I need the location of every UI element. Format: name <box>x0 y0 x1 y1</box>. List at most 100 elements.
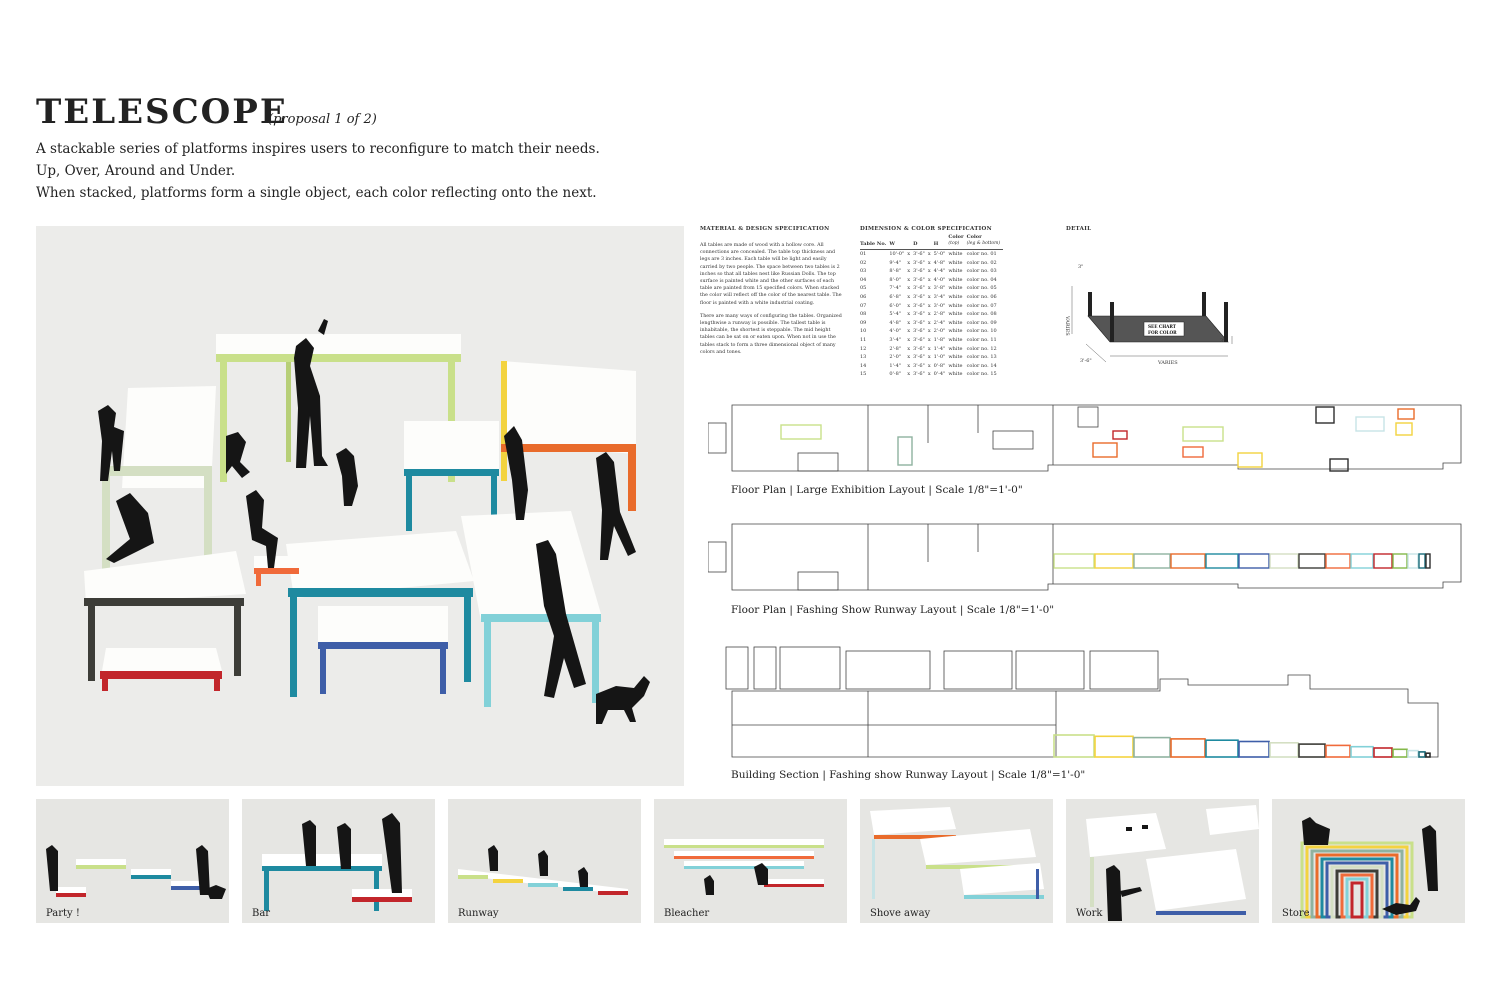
dimension-table-cell: 15 <box>860 371 867 378</box>
dimension-table-cell: x <box>927 345 931 352</box>
detail-section: DETAIL 3" VARIES 3'-6" VARIES 3" SEE CHA… <box>1064 226 1246 366</box>
thumbnail-shove-away-illustration <box>870 807 1044 899</box>
section-table <box>1392 748 1408 758</box>
dimension-table-cell: x <box>927 354 931 361</box>
thumbnail-runway[interactable]: Runway <box>448 799 641 923</box>
thumbnail-work[interactable]: Work <box>1066 799 1259 923</box>
dimension-table-cell: 3'-6" <box>913 302 925 309</box>
building-section-drawing <box>725 646 1439 758</box>
dimension-table-cell: 2'-0" <box>889 354 902 361</box>
dimension-table-cell: 3'-6" <box>913 259 925 266</box>
runway-table <box>1269 553 1299 569</box>
material-spec-heading: MATERIAL & DESIGN SPECIFICATION <box>700 226 830 232</box>
runway-table <box>1350 553 1374 569</box>
dimension-table-cell: 0'-4" <box>933 371 946 378</box>
dimension-table-cell: white <box>948 268 963 275</box>
runway-table <box>1325 553 1351 569</box>
thumbnail-store-illustration <box>1300 817 1438 919</box>
thumbnail-bleacher[interactable]: Bleacher <box>654 799 847 923</box>
dimension-table-col-header: W <box>889 241 895 247</box>
dimension-table-cell: 4'-8" <box>933 259 946 266</box>
dimension-table-cell: 2'-0" <box>933 328 946 335</box>
dimension-table-cell: 3'-6" <box>913 362 925 369</box>
thumbnail-bleacher-illustration <box>664 839 824 895</box>
intro-line: A stackable series of platforms inspires… <box>36 141 600 157</box>
dimension-table-cell: color no. 06 <box>966 293 997 300</box>
dimension-table-cell: 3'-6" <box>913 293 925 300</box>
dimension-table-cell: 4'-4" <box>933 268 946 275</box>
thumbnail-runway-illustration <box>458 845 628 895</box>
dimension-table-cell: 2'-8" <box>889 345 902 352</box>
dimension-table-col-header: Table No. <box>860 241 887 247</box>
table-red-bench <box>100 648 222 691</box>
dimension-table-cell: 04 <box>860 276 867 283</box>
section-table <box>1170 738 1206 758</box>
thumbnail-shove-away[interactable]: Shove away <box>860 799 1053 923</box>
dimension-table-cell: white <box>948 319 963 326</box>
dimension-table-cell: color no. 10 <box>966 328 997 335</box>
dimension-table-cell: x <box>907 319 911 326</box>
dimension-table-cell: x <box>907 285 911 292</box>
dimension-table-cell: x <box>927 276 931 283</box>
dimension-table-cell: 05 <box>860 285 867 292</box>
dimension-table-cell: 8'-0" <box>889 276 902 283</box>
dimension-table-cell: 3'-6" <box>913 336 925 343</box>
runway-table <box>1170 553 1206 569</box>
dimension-table-cell: color no. 02 <box>966 259 997 266</box>
dimension-table-cell: color no. 12 <box>966 345 997 352</box>
dimension-table-cell: x <box>927 336 931 343</box>
runway-tables <box>1053 553 1431 569</box>
thumbnail-label: Runway <box>458 908 499 919</box>
section-table <box>1407 749 1419 758</box>
dimension-table-cell: x <box>907 328 911 335</box>
dimension-table-cell: 6'-8" <box>889 293 902 300</box>
dimension-table-cell: 8'-8" <box>889 268 902 275</box>
dimension-table-cell: 07 <box>860 302 867 309</box>
dimension-table-cell: white <box>948 354 963 361</box>
runway-table <box>1298 553 1326 569</box>
thumbnail-label: Bleacher <box>664 908 710 919</box>
dimension-table-cell: 3'-4" <box>889 336 902 343</box>
table-dark <box>84 551 246 681</box>
dimension-table-cell: 5'-4" <box>889 311 902 318</box>
section-table <box>1205 739 1239 758</box>
dimension-table-cell: 01 <box>860 251 867 257</box>
dimension-table-cell: 09 <box>860 319 867 326</box>
poster-title: TELESCOPE <box>36 92 288 132</box>
thumbnail-label: Party ! <box>46 908 80 919</box>
thumbnail-party[interactable]: Party ! <box>36 799 229 923</box>
dimension-table-cell: 06 <box>860 293 867 300</box>
dimension-table-cell: white <box>948 293 963 300</box>
dimension-table-cell: x <box>907 293 911 300</box>
dimension-table-cell: x <box>907 354 911 361</box>
thumbnail-store[interactable]: Store <box>1272 799 1465 923</box>
thumbnail-bar[interactable]: Bar <box>242 799 435 923</box>
dimension-table-cell: 1'-4" <box>889 362 902 369</box>
thumbnail-label: Bar <box>252 908 271 919</box>
section-table <box>1418 751 1426 758</box>
dimension-table-cell: x <box>907 336 911 343</box>
dimension-table-cell: 10 <box>860 328 867 335</box>
dimension-table-cell: white <box>948 285 963 292</box>
dimension-table-cell: 5'-0" <box>933 251 946 257</box>
floor-plan-runway-caption: Floor Plan | Fashing Show Runway Layout … <box>731 604 1055 616</box>
section-table <box>1425 752 1431 758</box>
dimension-table-cell: white <box>948 311 963 318</box>
detail-dim-varies-bottom: VARIES <box>1157 360 1178 366</box>
figure-silhouettes <box>98 319 650 724</box>
material-spec-paragraph: There are many ways of configuring the t… <box>700 313 842 355</box>
store-nested-table <box>1345 877 1369 919</box>
floor-plan-exhibition <box>708 403 1468 473</box>
thumbnail-work-illustration <box>1086 805 1259 921</box>
floor-plan-runway <box>708 522 1468 592</box>
section-table <box>1094 735 1134 758</box>
floor-plan-runway-drawing <box>708 523 1462 591</box>
dimension-table-cell: 7'-4" <box>889 285 902 292</box>
